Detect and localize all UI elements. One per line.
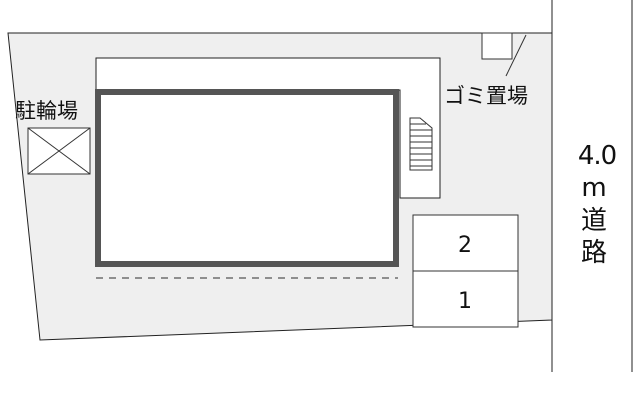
road-width-label: 4.0	[578, 141, 616, 171]
parking-space-label: 2	[458, 233, 472, 258]
road-label: 4.0 m 道 路	[578, 141, 617, 268]
parking-space-1	[412, 270, 519, 328]
crossed-box-icon	[27, 127, 91, 175]
parking-lot: 2 1	[412, 214, 519, 328]
parking-space-2	[412, 214, 519, 272]
road-unit-label: m	[581, 173, 606, 203]
parking-space-label: 1	[458, 289, 472, 314]
garbage-box-icon	[481, 32, 527, 77]
road-word-label: 路	[581, 238, 607, 268]
building	[95, 89, 399, 267]
road-word-label: 道	[581, 206, 607, 236]
stairs-icon	[409, 117, 433, 171]
garbage-area-label: ゴミ置場	[444, 84, 528, 108]
bicycle-parking-label: 駐輪場	[15, 99, 78, 123]
